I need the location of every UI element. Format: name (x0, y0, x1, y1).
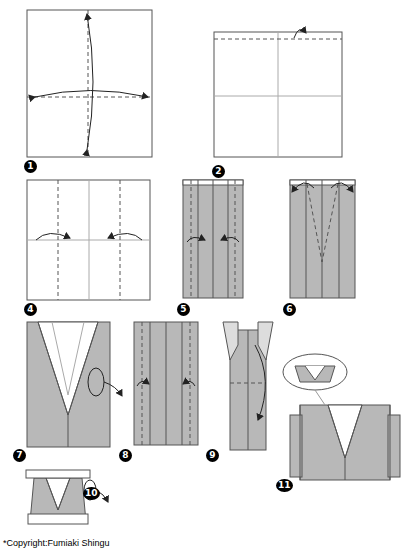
step-number: 10 (83, 487, 100, 500)
step-number: 8 (119, 449, 132, 462)
copyright-note: *Copyright:Fumiaki Shingu (3, 538, 110, 548)
step-number: 2 (212, 165, 225, 178)
step-number: 5 (177, 303, 190, 316)
step-number: 7 (13, 449, 26, 462)
step-number: 6 (283, 303, 296, 316)
step-number: 9 (206, 449, 219, 462)
step-number: 11 (276, 479, 293, 492)
step-number: 4 (24, 303, 37, 316)
step-number: 1 (24, 160, 37, 173)
